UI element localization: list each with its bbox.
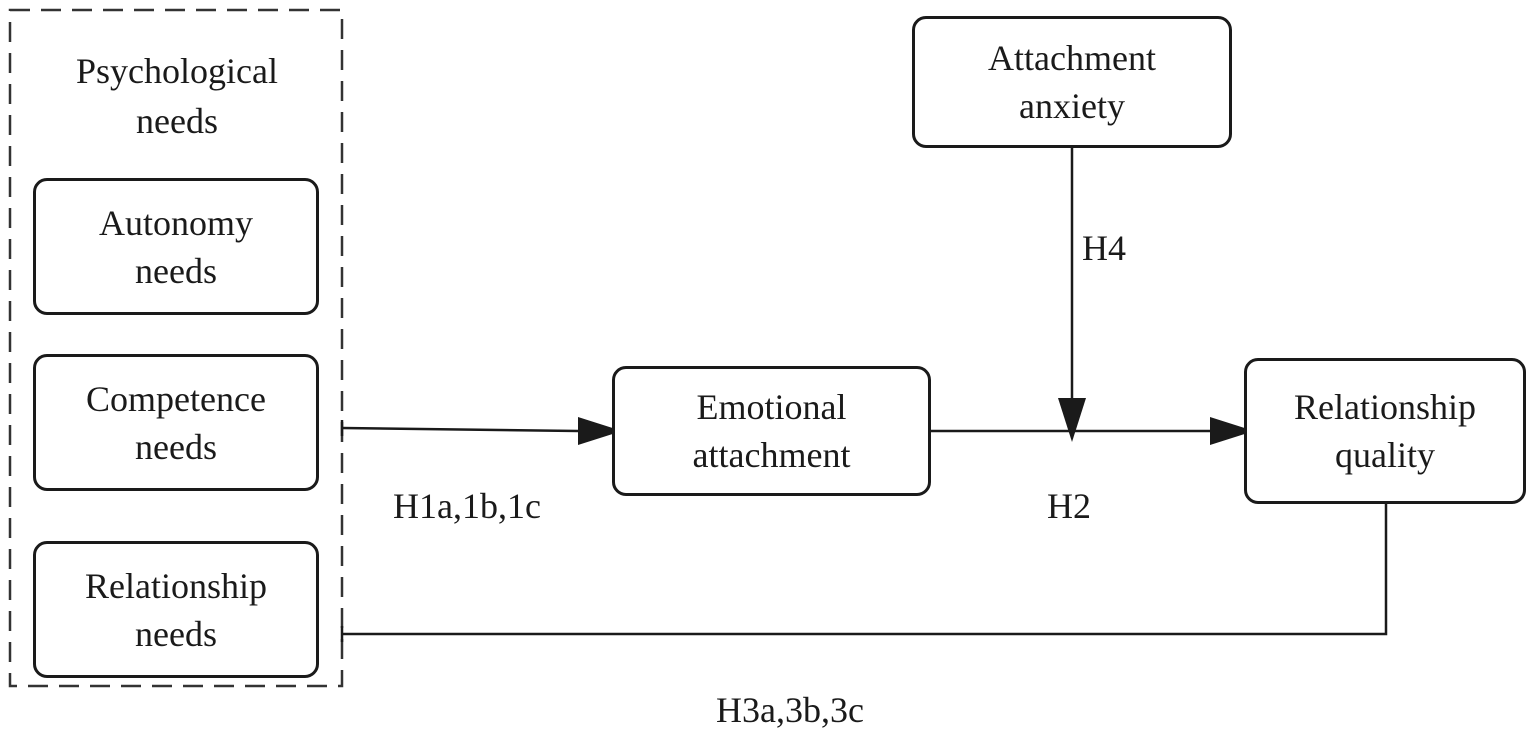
attachment-anxiety-line1: Attachment <box>988 38 1156 78</box>
competence-needs-line1: Competence <box>86 378 266 419</box>
relationship-quality-box: Relationship quality <box>1244 358 1526 504</box>
emotional-attachment-line1: Emotional <box>696 387 847 427</box>
h1-label: H1a,1b,1c <box>393 486 541 526</box>
relationship-quality-line2: quality <box>1335 435 1435 475</box>
relationship-needs-box: Relationship needs <box>33 541 319 678</box>
h2-label: H2 <box>1047 486 1091 526</box>
h3-label: H3a,3b,3c <box>716 690 864 730</box>
h3-connector-line <box>342 503 1388 636</box>
attachment-anxiety-box: Attachment anxiety <box>912 16 1232 148</box>
h4-label: H4 <box>1082 228 1126 268</box>
autonomy-needs-line1: Autonomy <box>98 202 253 243</box>
group-title-line2: needs <box>136 101 218 141</box>
psychological-needs-title: Psychological needs <box>12 46 342 146</box>
attachment-anxiety-line2: anxiety <box>1019 86 1125 126</box>
relationship-quality-line1: Relationship <box>1294 387 1476 427</box>
competence-needs-box: Competence needs <box>33 354 319 491</box>
psychological-needs-group-frame <box>8 8 344 688</box>
emotional-attachment-line2: attachment <box>692 435 851 475</box>
autonomy-needs-box: Autonomy needs <box>33 178 319 315</box>
emotional-attachment-box: Emotional attachment <box>612 366 931 496</box>
competence-needs-line2: needs <box>135 426 217 467</box>
h1-arrowhead <box>578 417 622 445</box>
group-title-line1: Psychological <box>76 51 278 91</box>
h1-arrow-line <box>341 426 579 433</box>
relationship-needs-line1: Relationship <box>85 565 267 606</box>
autonomy-needs-line2: needs <box>135 250 217 291</box>
h2-arrowhead <box>1210 417 1254 445</box>
relationship-needs-line2: needs <box>135 613 217 654</box>
h4-arrowhead <box>1058 398 1086 442</box>
